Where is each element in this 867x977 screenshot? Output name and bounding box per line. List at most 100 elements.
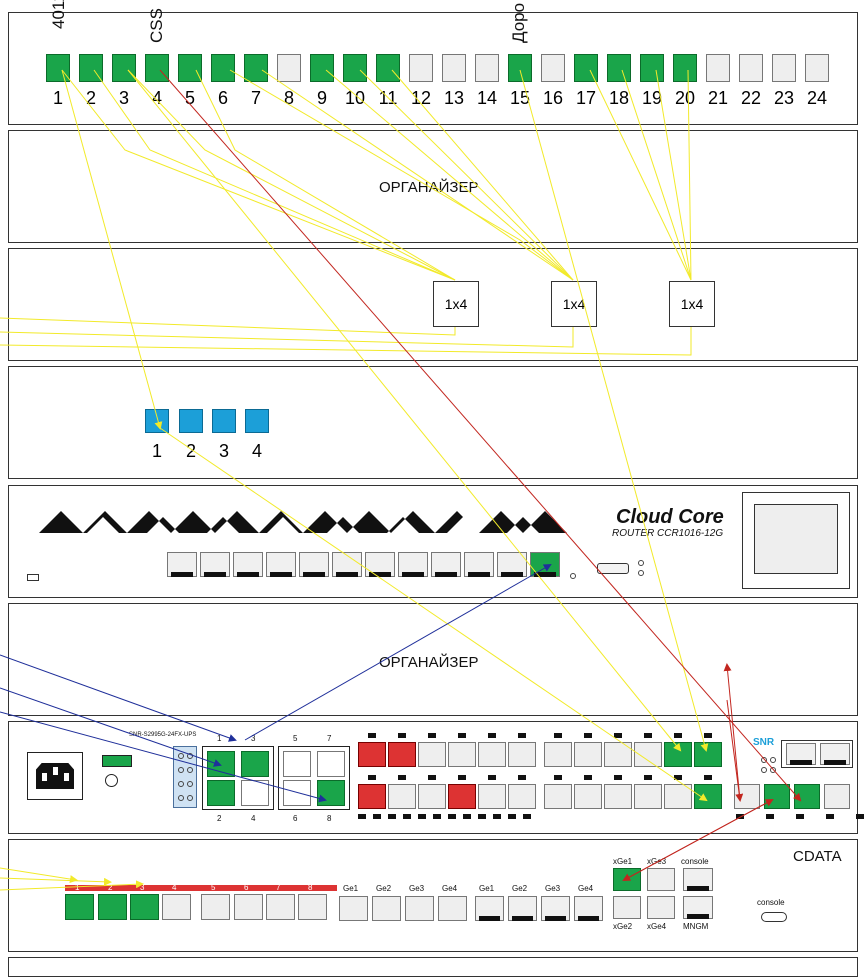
snr-sfp-port[interactable] bbox=[358, 742, 386, 767]
pon-port-5[interactable] bbox=[201, 894, 230, 920]
ge-port-ge3[interactable] bbox=[541, 896, 570, 921]
pon-port-4[interactable] bbox=[162, 894, 191, 920]
combo-port-6[interactable] bbox=[283, 780, 311, 806]
snr-sfp-port[interactable] bbox=[664, 784, 692, 809]
router-ether-port-8[interactable] bbox=[398, 552, 428, 577]
combo-port-7[interactable] bbox=[317, 751, 345, 777]
router-ether-port-3[interactable] bbox=[233, 552, 263, 577]
snr-sfp-port[interactable] bbox=[574, 742, 602, 767]
xge1-port[interactable] bbox=[613, 868, 641, 891]
snr-sfp-port[interactable] bbox=[544, 742, 572, 767]
blue-port-4[interactable] bbox=[245, 409, 269, 433]
patch-port-3[interactable] bbox=[112, 54, 136, 82]
console-port[interactable] bbox=[683, 868, 713, 891]
snr-sfp-port[interactable] bbox=[448, 742, 476, 767]
patch-port-4[interactable] bbox=[145, 54, 169, 82]
snr-sfp-port[interactable] bbox=[418, 742, 446, 767]
snr-sfp-port[interactable] bbox=[508, 742, 536, 767]
patch-port-17[interactable] bbox=[574, 54, 598, 82]
snr-sfp-port[interactable] bbox=[418, 784, 446, 809]
patch-port-12[interactable] bbox=[409, 54, 433, 82]
snr-sfp-port[interactable] bbox=[544, 784, 572, 809]
patch-port-13[interactable] bbox=[442, 54, 466, 82]
patch-port-15[interactable] bbox=[508, 54, 532, 82]
snr-sfp-port[interactable] bbox=[634, 742, 662, 767]
snr-sfp-port[interactable] bbox=[604, 742, 632, 767]
combo-port-2[interactable] bbox=[207, 780, 235, 806]
patch-port-24[interactable] bbox=[805, 54, 829, 82]
patch-port-18[interactable] bbox=[607, 54, 631, 82]
snr-sfp-port[interactable] bbox=[478, 742, 506, 767]
patch-port-23[interactable] bbox=[772, 54, 796, 82]
snr-uplink-sfp-port[interactable] bbox=[734, 784, 760, 809]
ge-port-ge2[interactable] bbox=[508, 896, 537, 921]
snr-sfp-port[interactable] bbox=[388, 784, 416, 809]
blue-port-2[interactable] bbox=[179, 409, 203, 433]
ge-port-ge2[interactable] bbox=[372, 896, 401, 921]
patch-port-9[interactable] bbox=[310, 54, 334, 82]
patch-port-20[interactable] bbox=[673, 54, 697, 82]
snr-sfp-port[interactable] bbox=[604, 784, 632, 809]
ge-port-ge1[interactable] bbox=[339, 896, 368, 921]
db9-port-icon[interactable] bbox=[102, 755, 132, 767]
snr-sfp-port[interactable] bbox=[448, 784, 476, 809]
patch-port-2[interactable] bbox=[79, 54, 103, 82]
patch-port-1[interactable] bbox=[46, 54, 70, 82]
patch-port-19[interactable] bbox=[640, 54, 664, 82]
router-ether-port-12[interactable] bbox=[530, 552, 560, 577]
patch-port-21[interactable] bbox=[706, 54, 730, 82]
router-serial-port[interactable] bbox=[597, 563, 629, 574]
pon-port-3[interactable] bbox=[130, 894, 159, 920]
patch-port-10[interactable] bbox=[343, 54, 367, 82]
pon-port-2[interactable] bbox=[98, 894, 127, 920]
router-ether-port-6[interactable] bbox=[332, 552, 362, 577]
snr-uplink-sfp-port[interactable] bbox=[764, 784, 790, 809]
patch-port-22[interactable] bbox=[739, 54, 763, 82]
pon-port-1[interactable] bbox=[65, 894, 94, 920]
snr-sfp-port[interactable] bbox=[634, 784, 662, 809]
combo-port-1[interactable] bbox=[207, 751, 235, 777]
patch-port-6[interactable] bbox=[211, 54, 235, 82]
combo-port-4[interactable] bbox=[241, 780, 269, 806]
cdata-console-button[interactable] bbox=[761, 912, 787, 922]
snr-sfp-port[interactable] bbox=[694, 742, 722, 767]
blue-port-3[interactable] bbox=[212, 409, 236, 433]
ge-port-ge4[interactable] bbox=[574, 896, 603, 921]
router-ether-port-10[interactable] bbox=[464, 552, 494, 577]
ge-port-ge3[interactable] bbox=[405, 896, 434, 921]
ge-port-ge4[interactable] bbox=[438, 896, 467, 921]
xge4-port[interactable] bbox=[647, 896, 675, 919]
router-ether-port-9[interactable] bbox=[431, 552, 461, 577]
pon-port-8[interactable] bbox=[298, 894, 327, 920]
snr-uplink-sfp-port[interactable] bbox=[824, 784, 850, 809]
ge-port-ge1[interactable] bbox=[475, 896, 504, 921]
patch-port-14[interactable] bbox=[475, 54, 499, 82]
patch-port-11[interactable] bbox=[376, 54, 400, 82]
snr-sfp-port[interactable] bbox=[478, 784, 506, 809]
snr-sfp-port[interactable] bbox=[358, 784, 386, 809]
snr-sfp-port[interactable] bbox=[574, 784, 602, 809]
combo-port-3[interactable] bbox=[241, 751, 269, 777]
patch-port-5[interactable] bbox=[178, 54, 202, 82]
pon-port-6[interactable] bbox=[234, 894, 263, 920]
xge3-port[interactable] bbox=[647, 868, 675, 891]
router-ether-port-11[interactable] bbox=[497, 552, 527, 577]
router-ether-port-4[interactable] bbox=[266, 552, 296, 577]
snr-sfp-port[interactable] bbox=[694, 784, 722, 809]
blue-port-1[interactable] bbox=[145, 409, 169, 433]
snr-sfp-port[interactable] bbox=[388, 742, 416, 767]
patch-port-8[interactable] bbox=[277, 54, 301, 82]
combo-port-8[interactable] bbox=[317, 780, 345, 806]
router-ether-port-5[interactable] bbox=[299, 552, 329, 577]
snr-uplink-sfp-port[interactable] bbox=[794, 784, 820, 809]
patch-port-7[interactable] bbox=[244, 54, 268, 82]
snr-sfp-port[interactable] bbox=[664, 742, 692, 767]
combo-port-5[interactable] bbox=[283, 751, 311, 777]
xge2-port[interactable] bbox=[613, 896, 641, 919]
router-ether-port-2[interactable] bbox=[200, 552, 230, 577]
mngm-port[interactable] bbox=[683, 896, 713, 919]
snr-sfp-port[interactable] bbox=[508, 784, 536, 809]
router-ether-port-7[interactable] bbox=[365, 552, 395, 577]
patch-port-16[interactable] bbox=[541, 54, 565, 82]
pon-port-7[interactable] bbox=[266, 894, 295, 920]
